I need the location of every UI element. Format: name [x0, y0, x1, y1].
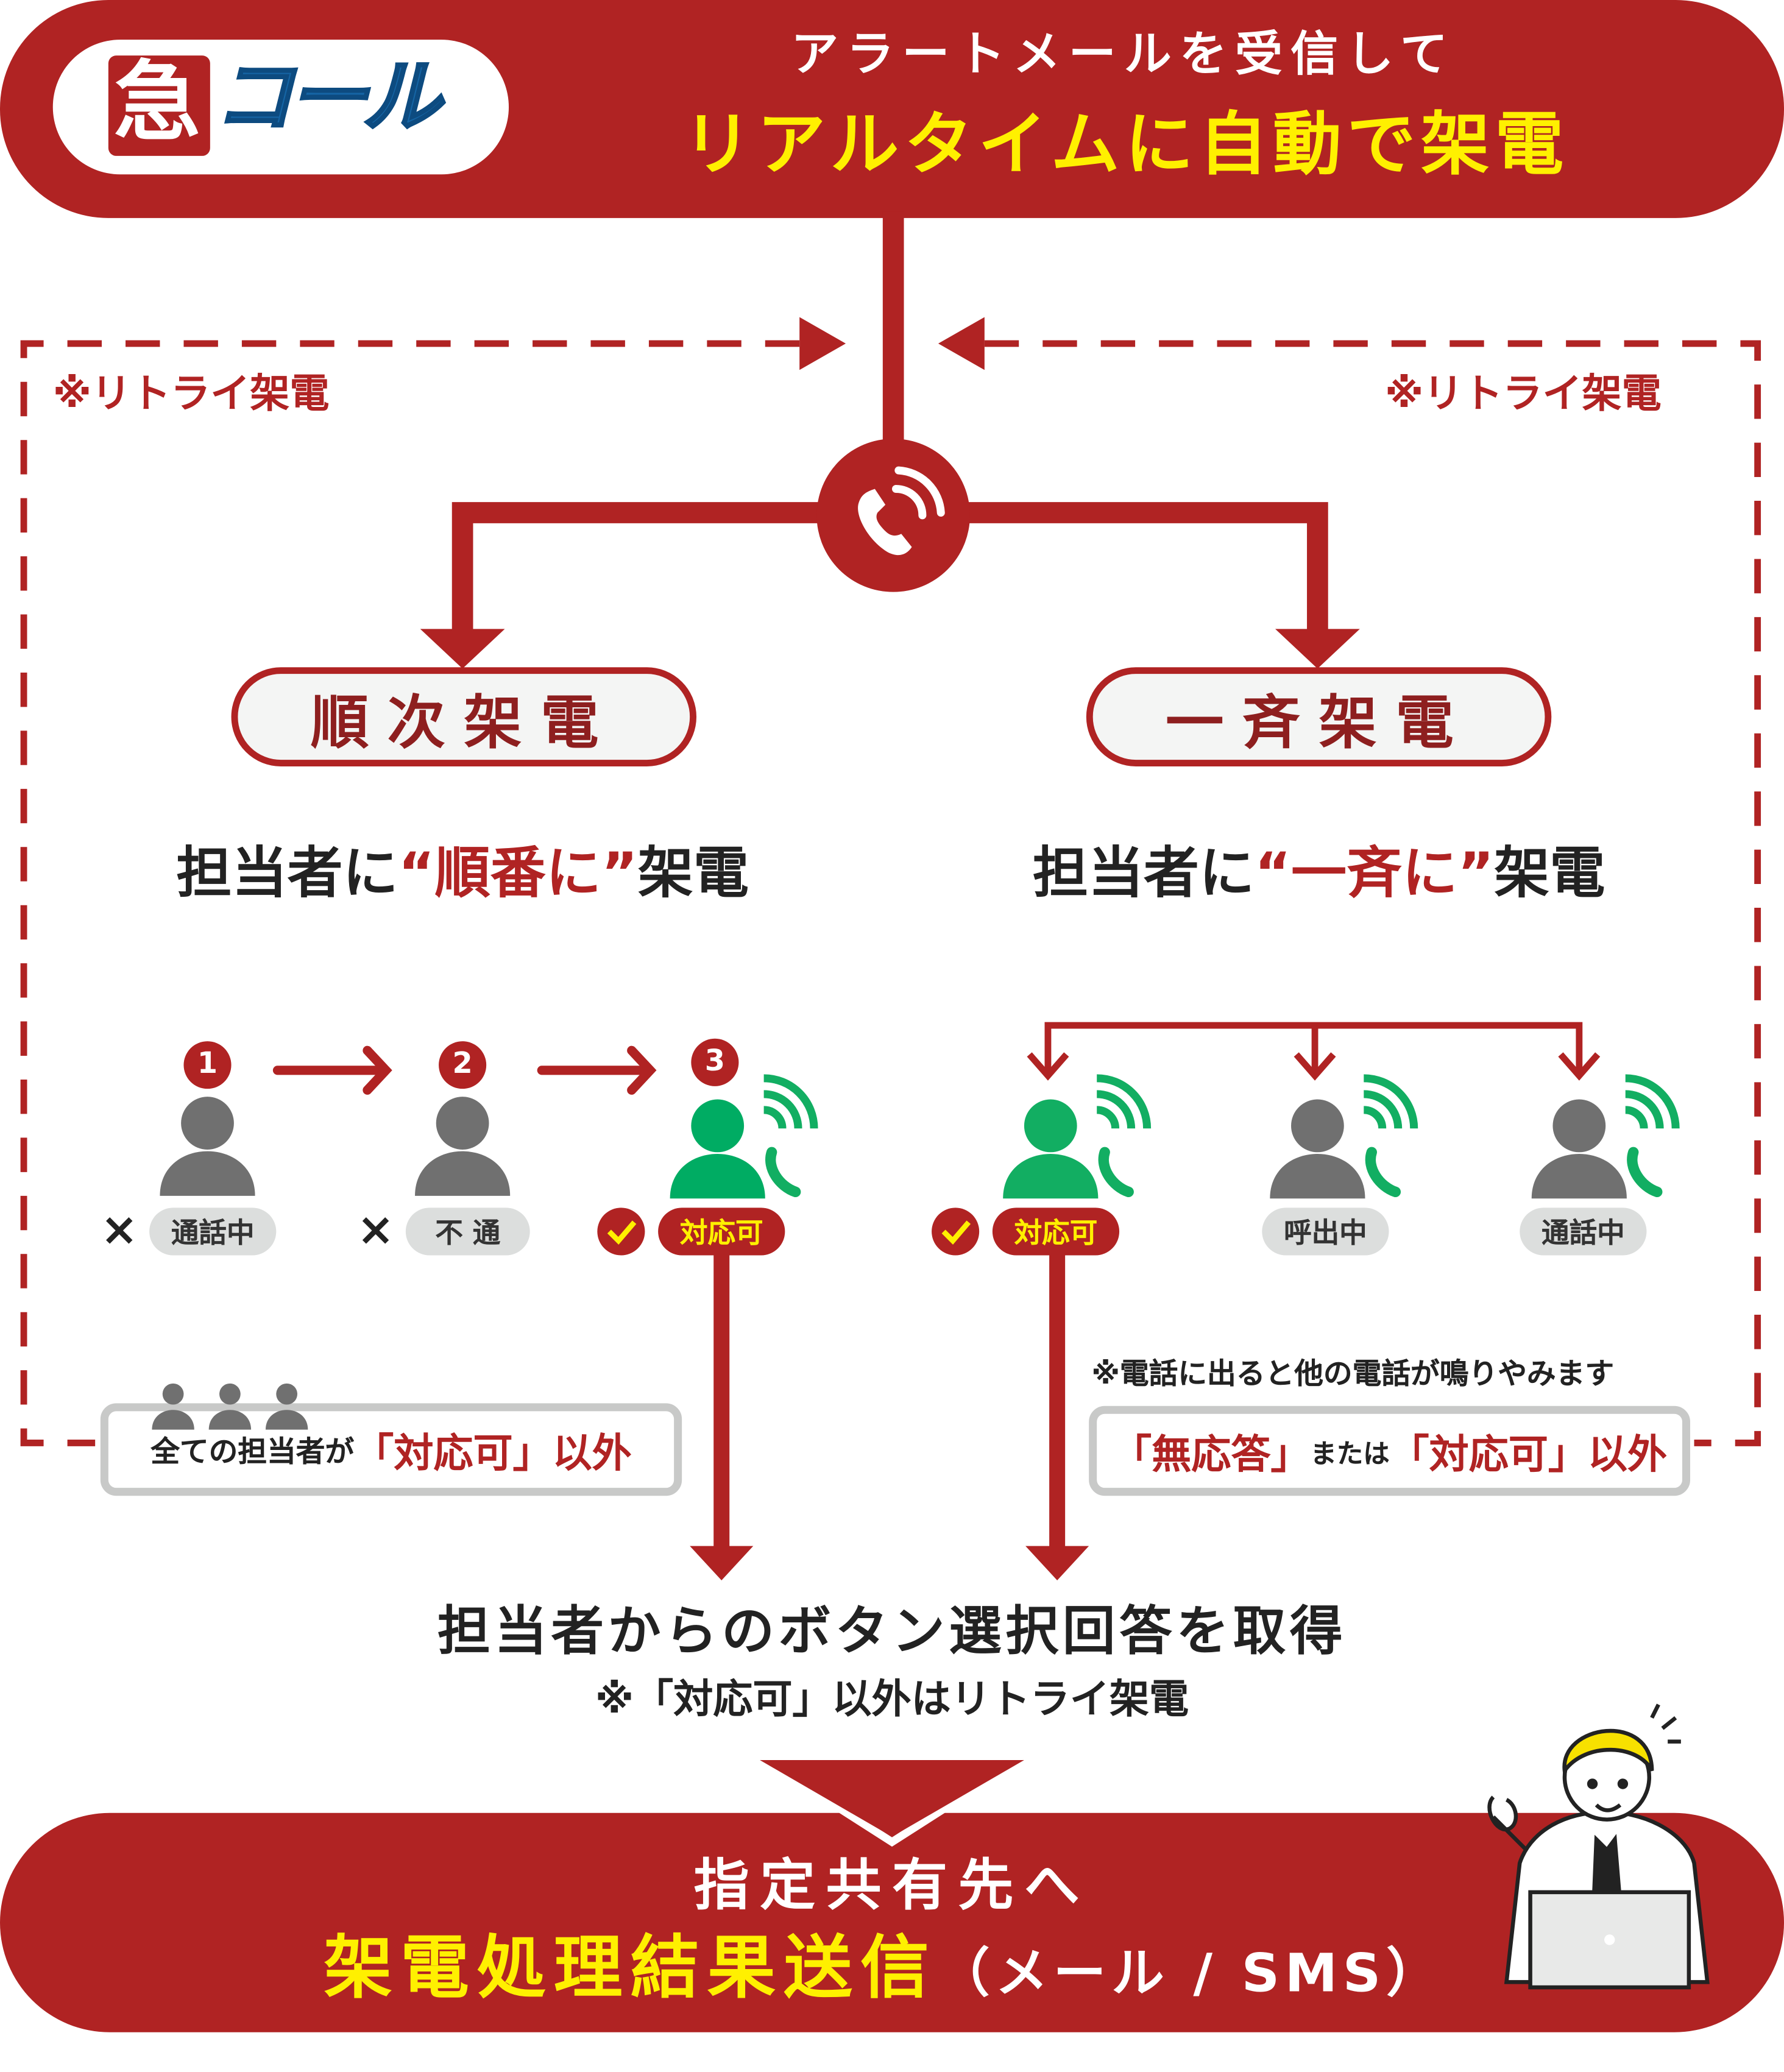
condition-mid: または	[1310, 1437, 1390, 1469]
condition-highlight: 「対応可」以外	[354, 1430, 632, 1477]
step-3-badge	[691, 1038, 739, 1086]
check-badge	[597, 1207, 645, 1256]
branch-left-arrow	[420, 629, 505, 669]
logo-kanji: 急	[113, 51, 201, 154]
footer-title-channel: （メール / SMS）	[936, 1943, 1445, 2005]
simultaneous-retry-condition: 「無応答」または「対応可」以外	[1089, 1405, 1691, 1496]
condition-prefix: 全ての担当者が	[150, 1436, 355, 1469]
person-icon	[415, 1097, 511, 1196]
status-badge: 不 通	[405, 1207, 530, 1256]
retry-label-right: ※リトライ架電	[1385, 371, 1662, 418]
logo-kanji-box	[108, 55, 210, 156]
retry-arrow-right	[938, 317, 985, 370]
desc-suffix: 架電	[1494, 840, 1605, 905]
check-icon	[941, 1220, 971, 1245]
step-1-badge	[183, 1041, 232, 1089]
simultaneous-description: 担当者に“一斉に”架電	[1033, 845, 1605, 901]
broadcast-bracket	[1027, 1022, 1601, 1081]
trunk-line	[882, 211, 904, 450]
sequential-description: 担当者に“順番に”架電	[176, 845, 749, 901]
operator-illustration	[1487, 1703, 1710, 1990]
footer-title: 架電処理結果送信（メール / SMS）	[324, 1934, 1444, 2003]
sequential-call-title: 順次架電	[231, 667, 697, 766]
result-note: ※「対応可」以外はリトライ架電	[595, 1677, 1189, 1724]
step-number: 1	[197, 1047, 218, 1081]
result-title: 担当者からのボタン選択回答を取得	[437, 1601, 1347, 1663]
sequential-retry-condition: 全ての担当者が「対応可」以外	[100, 1403, 682, 1496]
status-badge: 通話中	[149, 1207, 277, 1256]
branch-left	[451, 502, 819, 637]
header-subtitle: アラートメールを受信して	[791, 27, 1456, 82]
step-number: 3	[704, 1045, 725, 1078]
check-badge	[932, 1207, 980, 1256]
person-icon	[1531, 1099, 1627, 1199]
sequence-arrows	[272, 1045, 657, 1095]
status-badge-available: 対応可	[658, 1207, 785, 1256]
ringing-icon	[1363, 1074, 1418, 1198]
branch-right	[965, 502, 1328, 637]
status-badge-available: 対応可	[992, 1207, 1120, 1256]
step-number: 2	[452, 1047, 473, 1081]
logo-kana: コール	[213, 51, 442, 144]
desc-highlight: “順番に”	[398, 840, 638, 905]
status-badge: 呼出中	[1262, 1207, 1389, 1256]
retry-label-left: ※リトライ架電	[52, 371, 330, 418]
ringing-icon	[1096, 1074, 1152, 1198]
ringing-icon	[1625, 1074, 1680, 1198]
footer-subtitle: 指定共有先へ	[693, 1852, 1091, 1918]
x-mark-icon: ×	[100, 1203, 138, 1257]
retry-arrow-left	[799, 317, 846, 370]
person-icon-answering	[670, 1099, 765, 1199]
branch-right-arrow	[1275, 629, 1360, 669]
simultaneous-call-title: 一斉架電	[1086, 667, 1552, 766]
condition-part2: 「対応可」以外	[1389, 1432, 1668, 1479]
desc-suffix: 架電	[637, 840, 749, 905]
person-icon	[1270, 1099, 1365, 1199]
result-arrow-right	[1025, 1546, 1089, 1581]
phone-icon	[858, 466, 945, 556]
result-arrow-left	[690, 1546, 754, 1581]
group-people-icon	[152, 1383, 308, 1430]
desc-highlight: “一斉に”	[1255, 840, 1495, 905]
person-icon	[160, 1097, 255, 1196]
result-line-right	[1049, 1253, 1066, 1550]
check-icon	[607, 1220, 637, 1245]
condition-part1: 「無応答」	[1112, 1432, 1311, 1479]
result-line-left	[713, 1253, 730, 1550]
sequential-title-text: 順次架電	[310, 689, 617, 757]
ringing-icon	[763, 1074, 818, 1198]
x-mark-icon: ×	[356, 1203, 395, 1257]
footer-title-main: 架電処理結果送信	[324, 1929, 937, 2009]
person-icon-answering	[1003, 1099, 1099, 1199]
desc-prefix: 担当者に	[176, 840, 398, 905]
header-title: リアルタイムに自動で架電	[682, 105, 1569, 185]
simultaneous-title-text: 一斉架電	[1165, 689, 1473, 757]
footer-banner	[0, 1812, 1784, 2032]
phone-circle	[816, 439, 970, 592]
step-2-badge	[439, 1041, 487, 1089]
desc-prefix: 担当者に	[1032, 840, 1255, 905]
status-badge: 通話中	[1520, 1207, 1647, 1256]
simultaneous-note: ※電話に出ると他の電話が鳴りやみます	[1091, 1358, 1615, 1391]
